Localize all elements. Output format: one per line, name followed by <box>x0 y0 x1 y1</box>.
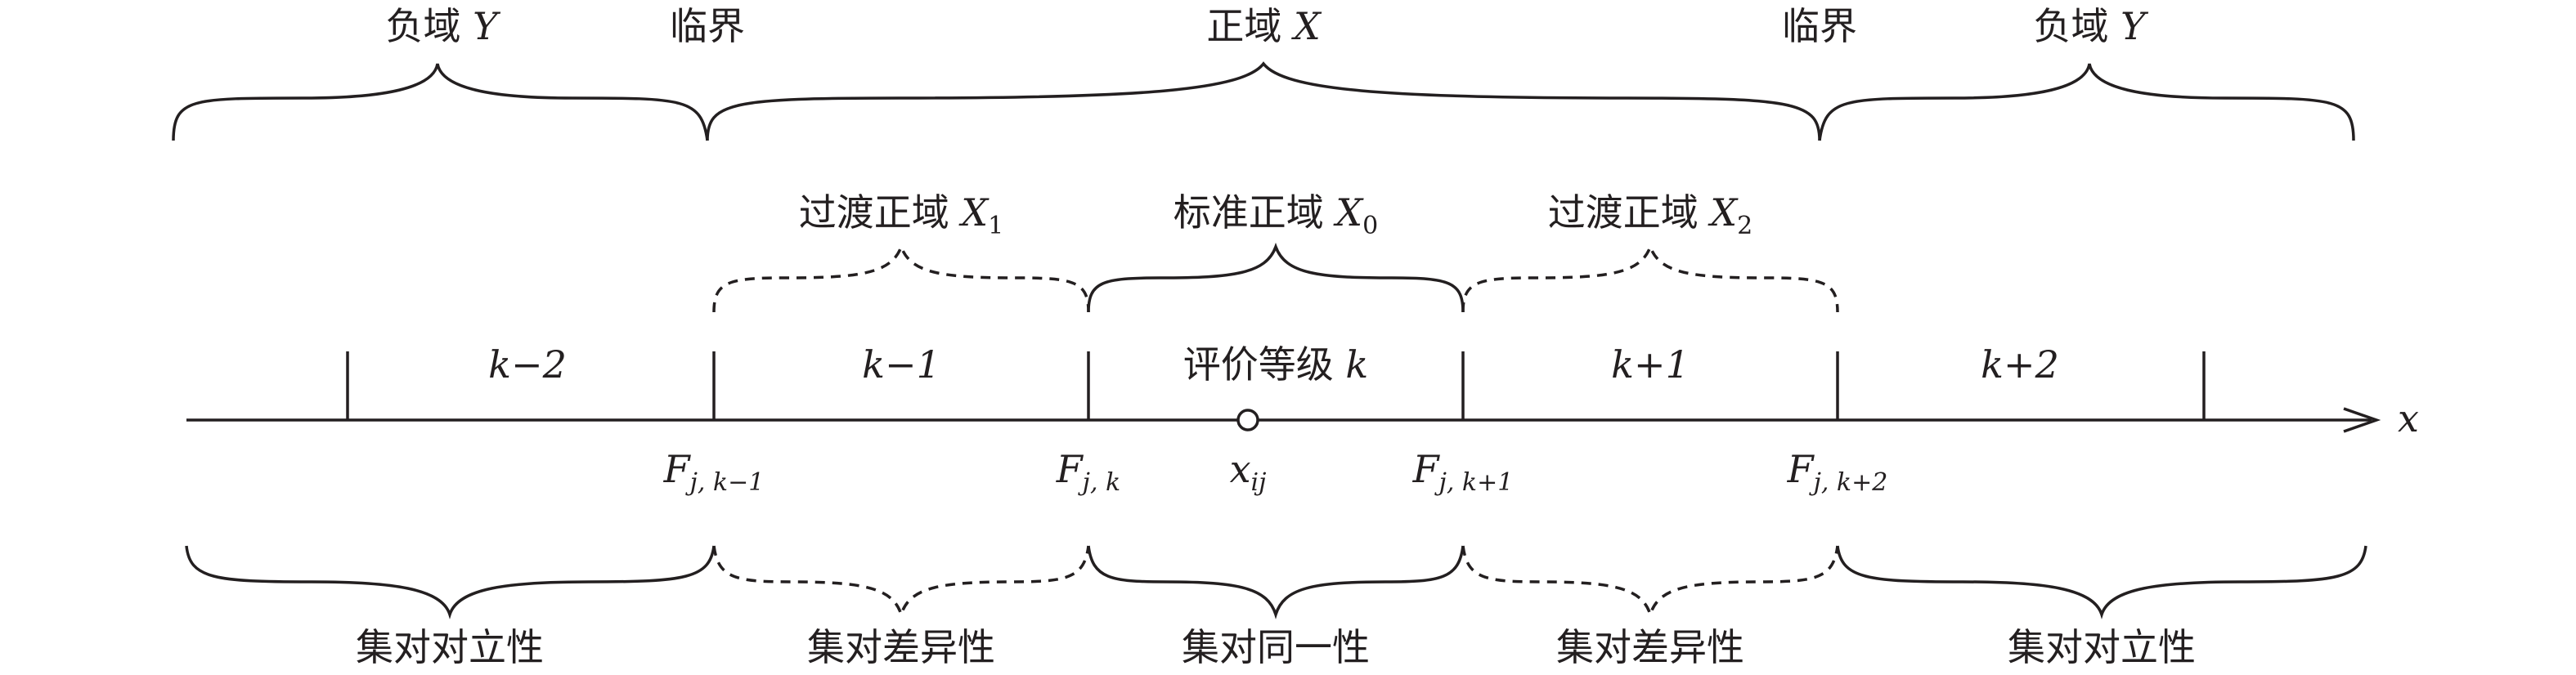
level-k-plus-2: k+2 <box>1981 342 2059 387</box>
label-opposition-right: 集对对立性 <box>2008 625 2196 669</box>
label-transition-positive-2: 过渡正域 X2 <box>1548 190 1752 240</box>
point-xij-marker <box>1236 409 1259 431</box>
label-difference-right: 集对差异性 <box>1556 625 1744 669</box>
brace-negative-right <box>1818 63 2355 141</box>
boundary-label-4: Fj, k+2 <box>1787 447 1888 497</box>
brace-opposition-left <box>185 545 716 619</box>
brace-identity <box>1087 545 1465 619</box>
label-critical-right: 临界 <box>1782 4 1857 48</box>
label-standard-positive: 标准正域 X0 <box>1174 190 1378 240</box>
brace-opposition-right <box>1836 545 2367 619</box>
brace-difference-right <box>1461 545 1839 619</box>
brace-difference-left <box>712 545 1090 619</box>
label-transition-positive-1: 过渡正域 X1 <box>799 190 1003 240</box>
point-xij-label: xij <box>1230 447 1267 497</box>
x-axis-label: x <box>2398 396 2419 440</box>
label-negative-domain-right: 负域 Y <box>2034 4 2150 48</box>
label-positive-domain: 正域 X <box>1206 4 1322 48</box>
label-identity: 集对同一性 <box>1182 625 1370 669</box>
brace-transition-right <box>1461 242 1839 313</box>
x-axis-arrowhead <box>2343 407 2381 433</box>
level-k-minus-1: k−1 <box>862 342 940 387</box>
brace-negative-left <box>172 63 709 141</box>
level-k-minus-2: k−2 <box>488 342 567 387</box>
label-opposition-left: 集对对立性 <box>356 625 544 669</box>
label-negative-domain-left: 负域 Y <box>386 4 502 48</box>
brace-transition-left <box>712 242 1090 313</box>
boundary-label-1: Fj, k−1 <box>663 447 765 497</box>
brace-standard <box>1087 242 1465 313</box>
level-k: 评价等级 k <box>1183 342 1369 387</box>
brace-positive <box>706 61 1821 141</box>
label-critical-left: 临界 <box>670 4 745 48</box>
boundary-label-3: Fj, k+1 <box>1412 447 1514 497</box>
level-k-plus-1: k+1 <box>1611 342 1690 387</box>
boundary-label-2: Fj, k <box>1056 447 1120 497</box>
label-difference-left: 集对差异性 <box>807 625 995 669</box>
